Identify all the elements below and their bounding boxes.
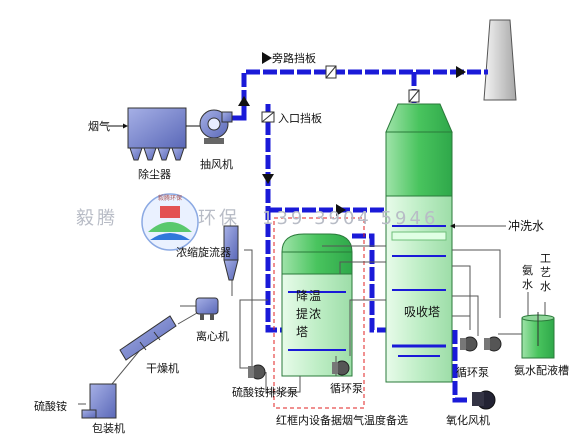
watermark: 毅腾 环保 139 3904 5946 [76, 208, 438, 229]
vert-cooling-char: 浓 [309, 307, 321, 321]
dust-collector [127, 107, 187, 161]
labels: 烟气 除尘器 抽风机 旁路挡板 入口挡板 冲洗水 浓缩旋流器 离心机 干燥机 硫… [34, 51, 569, 435]
label-thickening-cyclone: 浓缩旋流器 [176, 245, 231, 259]
chimney [483, 19, 517, 101]
fan-outlet-pipe [230, 104, 247, 121]
label-process-water: 工艺水 [540, 252, 551, 293]
circulation-pump-left [332, 360, 350, 376]
optional-equipment-frame [273, 217, 365, 409]
outlet-damper-icon [408, 89, 420, 103]
label-flue-gas: 烟气 [88, 119, 110, 133]
label-red-box-note: 红框内设备据烟气温度备选 [276, 413, 408, 427]
vert-ammonia-char: 氨 [522, 264, 533, 277]
label-packing-machine: 包装机 [92, 421, 125, 435]
logo-text: 毅腾环保 [158, 194, 182, 202]
label-ammonia-water: 氨水 [522, 264, 533, 291]
thickening-cyclone [223, 225, 239, 281]
vert-process-char: 艺 [540, 266, 551, 279]
watermark-company: 毅腾 [76, 208, 118, 229]
centrifuge [195, 297, 219, 320]
vert-process-char: 水 [540, 280, 551, 293]
label-dryer: 干燥机 [146, 361, 179, 375]
vert-cooling-char: 提 [296, 306, 308, 321]
watermark-phone: 139 3904 5946 [262, 208, 438, 229]
ammonia-pump [484, 336, 502, 352]
label-dust-collector: 除尘器 [138, 167, 171, 181]
watermark-brand: 环保 [198, 208, 240, 229]
bypass-damper-icon [325, 65, 337, 79]
label-inlet-damper: 入口挡板 [278, 111, 322, 125]
packing-machine [81, 383, 117, 419]
label-circ-pump-left: 循环泵 [330, 382, 363, 395]
flow-arrows [238, 52, 466, 216]
absorption-tower [385, 103, 453, 383]
oxidation-fan [472, 390, 496, 410]
vert-cooling-char: 塔 [296, 325, 308, 339]
label-ammonium-sulfate: 硫酸铵 [34, 399, 67, 413]
vert-process-char: 工 [540, 252, 551, 265]
inlet-damper-icon [261, 111, 275, 123]
exhaust-fan [199, 109, 233, 144]
label-oxidation-fan: 氧化风机 [446, 413, 490, 427]
dryer [119, 315, 177, 361]
vert-cooling-char: 温 [309, 289, 321, 303]
label-exhaust-fan: 抽风机 [200, 157, 233, 171]
circulation-pump-right [460, 336, 478, 352]
vert-ammonia-char: 水 [522, 278, 533, 291]
label-centrifuge: 离心机 [196, 329, 229, 343]
label-ammonia-tank: 氨水配液槽 [514, 363, 569, 377]
company-logo: 毅腾环保 [141, 193, 199, 251]
label-wash-water: 冲洗水 [508, 218, 544, 233]
label-circ-pump-right: 循环泵 [456, 366, 489, 379]
label-absorption-tower: 吸收塔 [404, 305, 440, 319]
sulfate-discharge-pump [248, 364, 266, 380]
label-cooling-tower: 降温提浓塔 [296, 289, 321, 339]
label-bypass-damper: 旁路挡板 [272, 51, 316, 65]
cooling-concentration-tower [281, 233, 353, 377]
vert-cooling-char: 降 [296, 289, 308, 303]
ammonia-mixing-tank [521, 312, 555, 359]
label-sulfate-discharge-pump: 硫酸铵排浆泵 [232, 385, 298, 399]
